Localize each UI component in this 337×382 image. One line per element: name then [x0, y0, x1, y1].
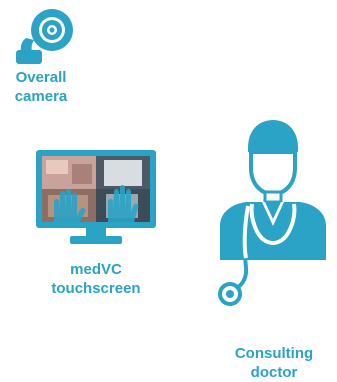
doctor-stethoscope-icon: [210, 118, 336, 313]
webcam-icon: [16, 8, 74, 66]
doctor-node: Consulting doctor: [210, 118, 336, 382]
monitor-touch-icon: [36, 150, 166, 250]
camera-node: Overall camera: [10, 6, 80, 106]
camera-label-line-1: Overall: [15, 69, 67, 86]
touchscreen-label-line-1: medVC: [70, 261, 122, 278]
touchscreen-label-line-2: touchscreen: [51, 280, 141, 297]
doctor-label-line-2: doctor: [250, 364, 298, 381]
touchscreen-label: medVC touchscreen: [36, 260, 156, 298]
camera-label: Overall camera: [10, 68, 72, 106]
doctor-label: Consulting doctor: [224, 344, 324, 382]
doctor-label-line-1: Consulting: [234, 345, 314, 362]
touchscreen-node: medVC touchscreen: [36, 150, 166, 320]
camera-label-line-2: camera: [14, 88, 68, 105]
